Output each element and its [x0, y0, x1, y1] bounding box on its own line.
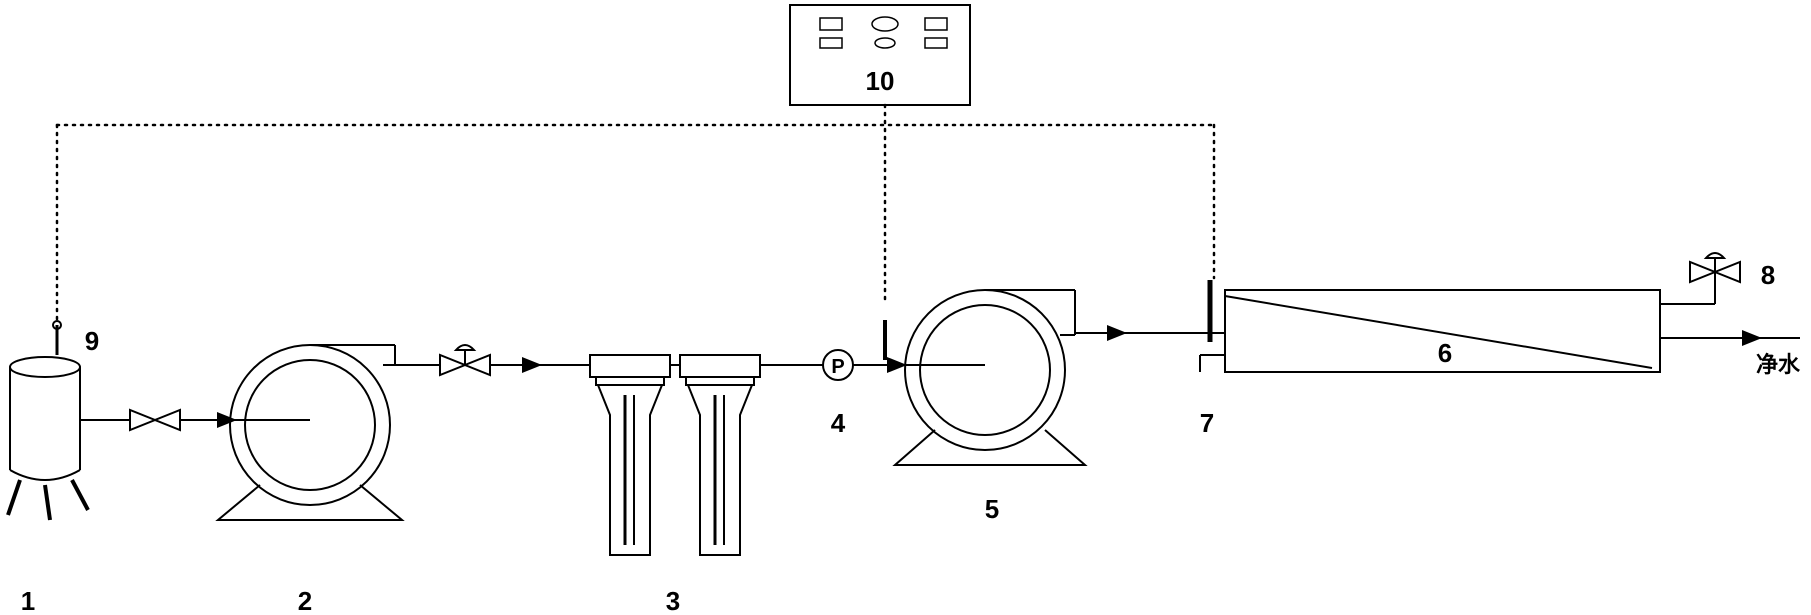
pump-outlet-valve — [395, 344, 590, 377]
inlet-sensor — [880, 320, 985, 373]
high-pressure-pump — [892, 289, 1088, 466]
label-sensor-tank: 9 — [85, 326, 99, 356]
control-signal-lines — [55, 103, 1216, 322]
label-product-water: 净水 — [1756, 352, 1801, 378]
high-pressure-line — [1075, 280, 1225, 372]
prefilter-housings — [589, 354, 761, 556]
membrane-module — [1224, 272, 1725, 373]
label-prefilters: 3 — [666, 586, 680, 615]
inlet-valve — [80, 408, 310, 432]
label-pressure-gauge: 4 — [831, 408, 846, 438]
low-pressure-pump — [215, 344, 405, 521]
label-valve-outlet: 8 — [1761, 260, 1775, 290]
raw-water-tank — [6, 320, 90, 521]
label-tank: 1 — [21, 586, 35, 615]
label-controller: 10 — [866, 66, 895, 96]
label-membrane: 6 — [1438, 338, 1452, 368]
concentrate-valve — [1689, 252, 1741, 284]
label-pump-high: 5 — [985, 494, 999, 524]
pressure-gauge: P — [760, 349, 880, 381]
label-pump-low: 2 — [298, 586, 312, 615]
label-sensor-outlet: 7 — [1200, 408, 1214, 438]
controller-box: 10 — [789, 4, 971, 106]
gauge-letter: P — [831, 356, 844, 378]
